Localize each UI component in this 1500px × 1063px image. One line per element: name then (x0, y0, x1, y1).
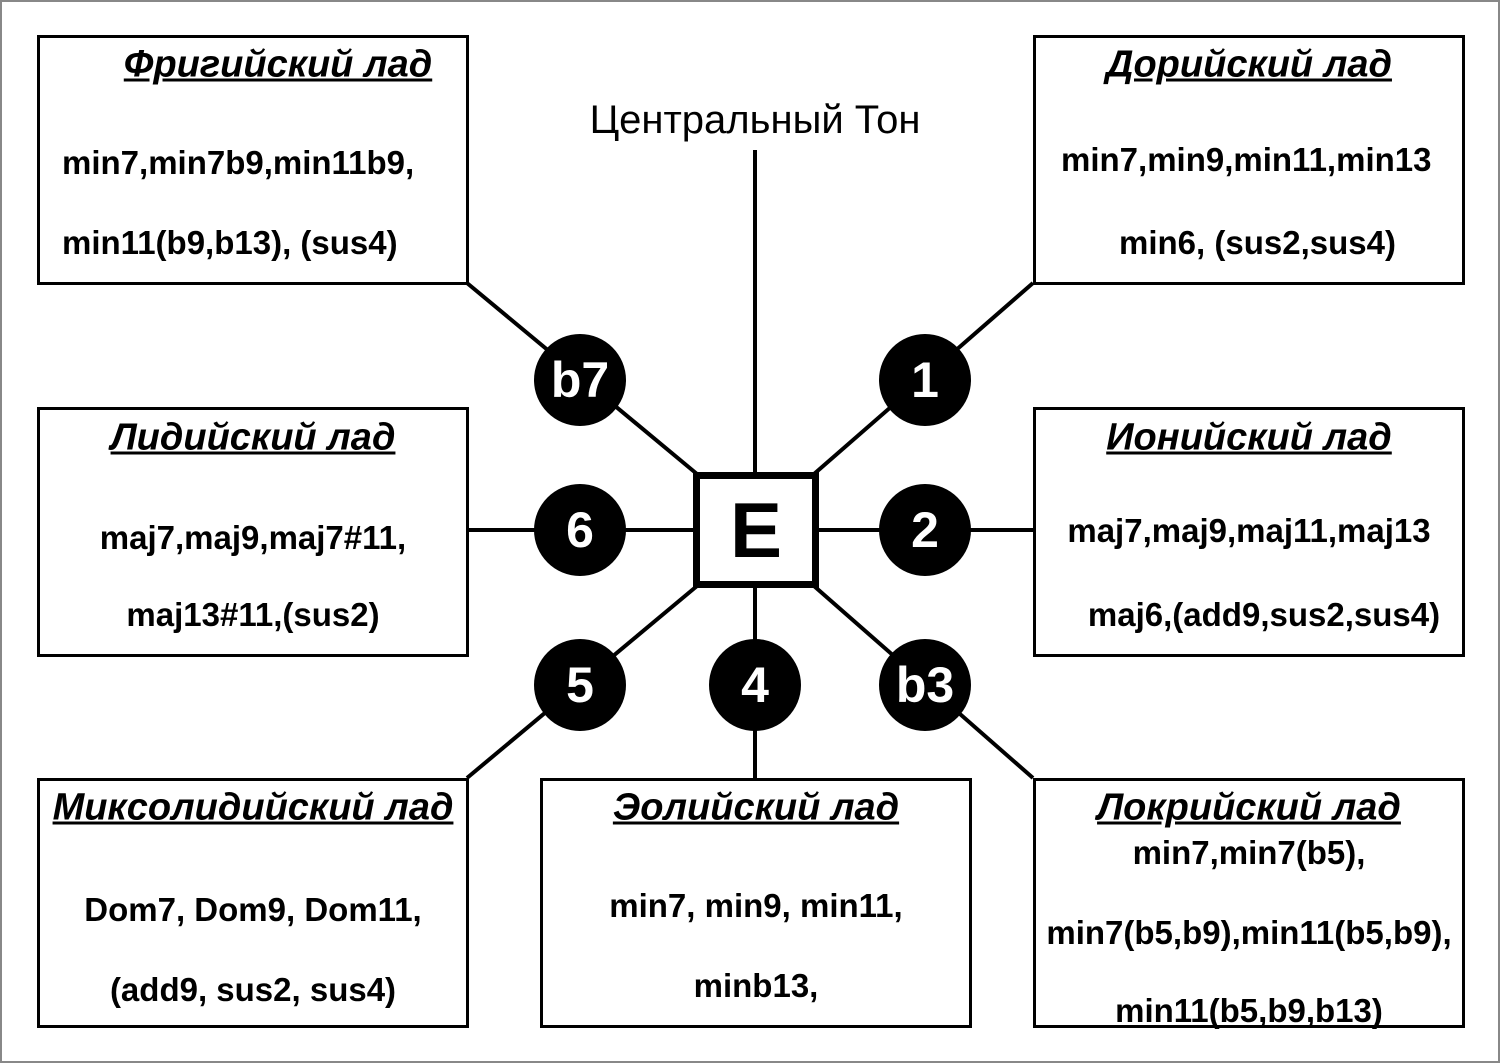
chord-line: min7,min9,min11,min13 (1061, 141, 1432, 178)
mode-title: Фригийский лад (123, 43, 433, 86)
mode-title: Ионийский лад (1106, 416, 1392, 459)
chord-line: maj7,maj9,maj7#11, (99, 519, 407, 556)
mode-title: Эолийский лад (612, 786, 900, 829)
chord-line: maj6,(add9,sus2,sus4) (1087, 596, 1441, 633)
degree-6: 6 (534, 484, 626, 576)
chord-line: min6, (sus2,sus4) (1119, 224, 1396, 261)
mode-box-phrygian: Фригийский лад min7,min7b9,min11b9, min1… (37, 35, 469, 285)
chord-line: minb13, (693, 967, 819, 1004)
chord-line: Dom7, Dom9, Dom11, (84, 891, 422, 928)
chord-line: min7, min9, min11, (609, 887, 903, 924)
mode-box-locrian: Локрийский лад min7,min7(b5), min7(b5,b9… (1033, 778, 1465, 1029)
degree-5: 5 (534, 639, 626, 731)
degree-b7: b7 (534, 334, 626, 426)
mode-box-lydian: Лидийский лад maj7,maj9,maj7#11, maj13#1… (37, 407, 469, 657)
mode-box-dorian: Дорийский лад min7,min9,min11,min13 min6… (1033, 35, 1465, 285)
mode-box-ionian: Ионийский лад maj7,maj9,maj11,maj13 maj6… (1033, 407, 1465, 657)
tonic-box: E (693, 472, 819, 588)
chord-line: maj13#11,(sus2) (126, 596, 380, 633)
chord-line: (add9, sus2, sus4) (109, 971, 397, 1008)
chord-line: min11(b5,b9,b13) (1115, 992, 1383, 1029)
mode-box-aeolian: Эолийский лад min7, min9, min11, minb13, (540, 778, 972, 1028)
chord-line: min11(b9,b13), (sus4) (62, 224, 398, 261)
chord-line: maj7,maj9,maj11,maj13 (1067, 512, 1431, 549)
mode-title: Дорийский лад (1106, 43, 1392, 86)
degree-b3: b3 (879, 639, 971, 731)
center-tone-label: Центральный Тон (589, 98, 921, 142)
degree-1: 1 (879, 334, 971, 426)
chord-line: min7,min7(b5), (1132, 834, 1366, 871)
chord-line: min7(b5,b9),min11(b5,b9), (1046, 914, 1452, 951)
chord-line: min7,min7b9,min11b9, (62, 144, 415, 181)
mode-title: Лидийский лад (110, 416, 396, 459)
degree-2: 2 (879, 484, 971, 576)
mode-title: Локрийский лад (1097, 786, 1401, 829)
mode-box-mixolydian: Миксолидийский лад Dom7, Dom9, Dom11, (a… (37, 778, 469, 1028)
mode-title: Миксолидийский лад (52, 786, 454, 829)
degree-4: 4 (709, 639, 801, 731)
